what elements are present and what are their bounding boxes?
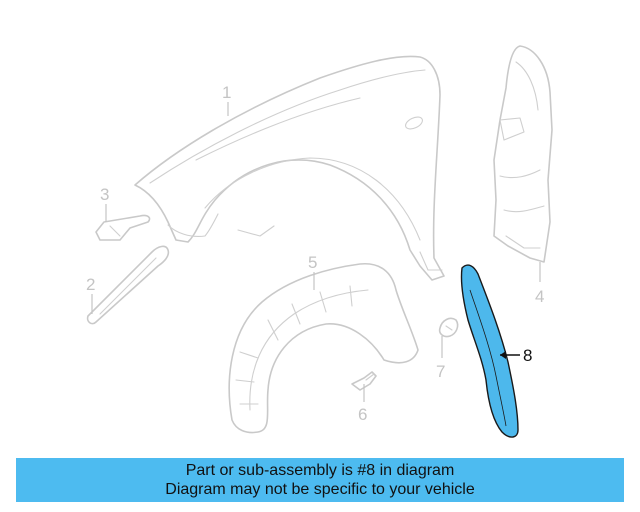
fender-part — [134, 55, 445, 281]
side-panel-part — [493, 45, 553, 263]
callout-8: 8 — [523, 346, 532, 365]
callout-3: 3 — [100, 185, 109, 204]
clip-bracket-part — [95, 214, 151, 241]
callout-5: 5 — [308, 253, 317, 272]
clip-part — [438, 317, 459, 338]
info-banner: Part or sub-assembly is #8 in diagram Di… — [16, 458, 624, 502]
banner-line-1: Part or sub-assembly is #8 in diagram — [185, 462, 455, 479]
molding-strip-part-8 — [460, 264, 519, 438]
callout-7: 7 — [436, 362, 445, 381]
screw-part — [351, 371, 377, 391]
rod-bracket-part — [86, 245, 170, 325]
callout-6: 6 — [358, 405, 367, 424]
callout-2: 2 — [86, 275, 95, 294]
callout-4: 4 — [535, 287, 544, 306]
callout-1: 1 — [222, 83, 231, 102]
banner-line-2: Diagram may not be specific to your vehi… — [165, 481, 475, 498]
leader-8-arrow — [500, 351, 506, 359]
parts-diagram: 1 2 3 4 5 6 7 8 — [86, 45, 553, 438]
fender-liner-part — [228, 263, 419, 434]
